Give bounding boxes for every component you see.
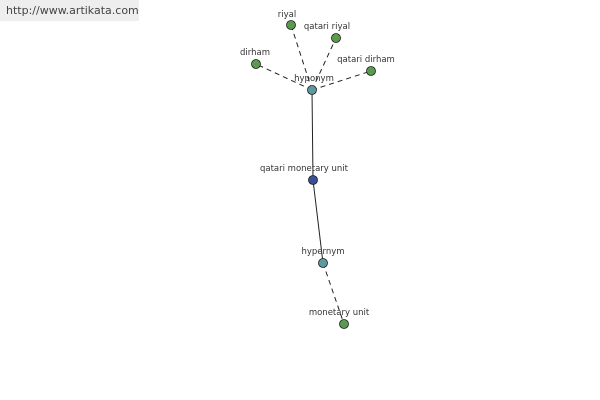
node-label-center: qatari monetary unit	[260, 164, 349, 174]
node-riyal[interactable]	[286, 20, 296, 30]
node-dirham[interactable]	[251, 59, 261, 69]
node-hyponym[interactable]	[307, 85, 317, 95]
edge-hyponym-qatari-riyal	[311, 37, 337, 91]
edge-hyponym-riyal	[290, 24, 313, 91]
node-label-dirham: dirham	[240, 48, 270, 58]
node-label-riyal: riyal	[278, 10, 296, 20]
node-qatari-dirham[interactable]	[366, 66, 376, 76]
edge-center-hypernym	[312, 179, 324, 264]
edge-hyponym-qatari-dirham	[311, 70, 372, 91]
node-center[interactable]	[308, 175, 318, 185]
node-monetary-unit[interactable]	[339, 319, 349, 329]
node-label-hyponym: hyponym	[294, 74, 334, 84]
node-qatari-riyal[interactable]	[331, 33, 341, 43]
watermark-url: http://www.artikata.com	[0, 0, 139, 21]
node-label-qatari-dirham: qatari dirham	[337, 55, 395, 65]
edge-hypernym-monetary-unit	[322, 262, 345, 325]
node-label-qatari-riyal: qatari riyal	[304, 22, 350, 32]
node-hypernym[interactable]	[318, 258, 328, 268]
node-label-monetary-unit: monetary unit	[309, 308, 370, 318]
node-label-hypernym: hypernym	[301, 247, 344, 257]
edge-center-hyponym	[311, 89, 314, 181]
edge-hyponym-dirham	[255, 63, 313, 91]
